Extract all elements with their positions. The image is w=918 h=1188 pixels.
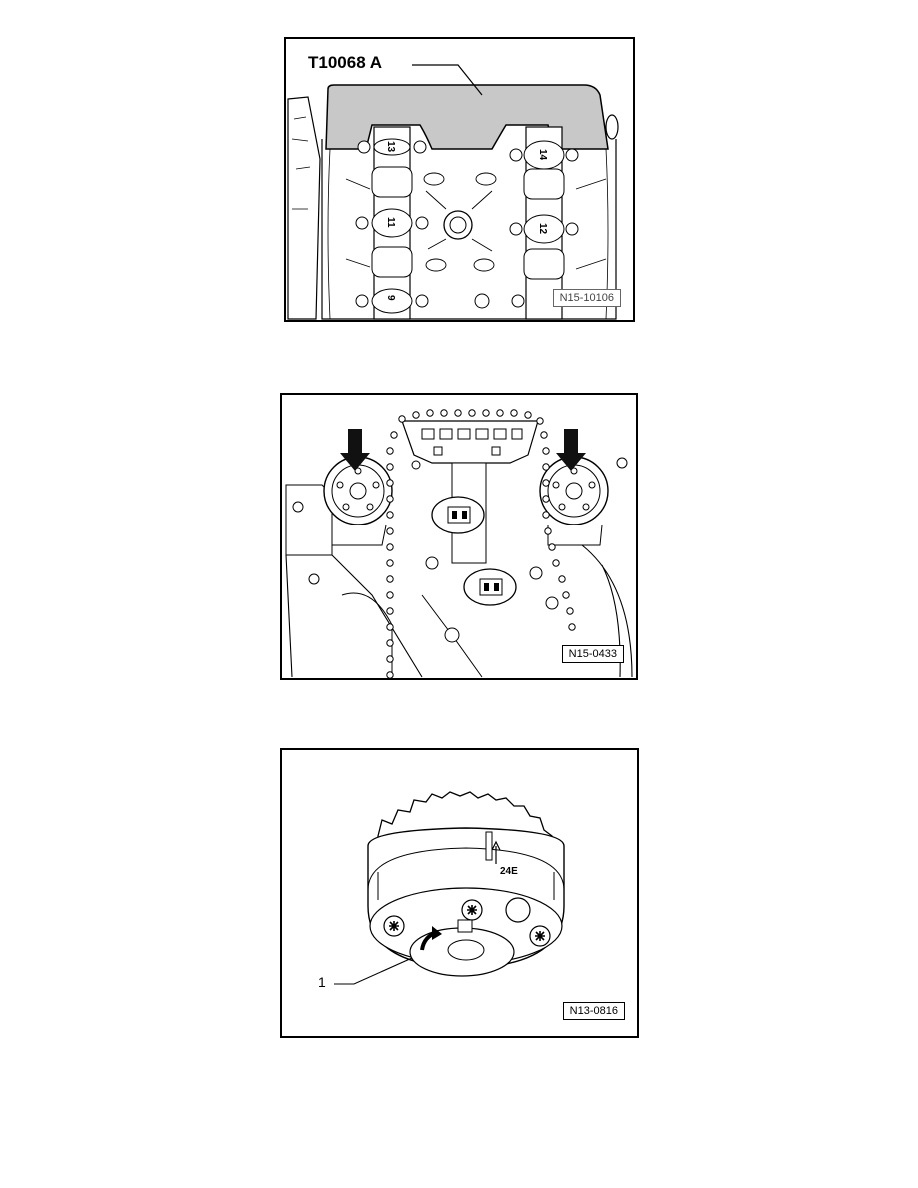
figure-timing-chain: N15-0433	[280, 393, 638, 680]
adjuster-illustration	[334, 791, 565, 985]
timing-chain	[386, 409, 576, 678]
sprocket-left	[323, 456, 393, 546]
control-valve-1	[431, 496, 485, 534]
tool-label: T10068 A	[308, 53, 383, 72]
svg-text:13: 13	[385, 141, 396, 153]
callout-number: 1	[318, 974, 326, 990]
sprocket-right	[539, 456, 609, 546]
tool-leader-line	[412, 64, 483, 96]
svg-text:11: 11	[385, 217, 396, 228]
locking-tool-bar	[325, 84, 609, 150]
down-arrow-icon	[556, 429, 586, 471]
camshaft-right	[523, 126, 565, 320]
svg-text:14: 14	[537, 149, 548, 161]
svg-text:12: 12	[537, 223, 548, 235]
figure-ref-label: N15-10106	[552, 289, 621, 307]
figure-camshaft-locking-tool: 13 11 9 14 12 T10068 A N15-10106	[284, 37, 635, 322]
adjuster-stamp-code: 24E	[500, 866, 518, 877]
down-arrow-icon	[340, 429, 370, 471]
figure-ref-label: N13-0816	[562, 1002, 625, 1020]
timing-chain-illustration	[285, 409, 633, 678]
svg-text:9: 9	[385, 295, 396, 301]
figure-camshaft-adjuster: 24E 1 N13-0816	[280, 748, 639, 1038]
figure-ref-label: N15-0433	[561, 645, 624, 663]
control-valve-2	[463, 568, 517, 606]
camshaft-illustration: 13 11 9 14 12	[287, 64, 619, 320]
camshaft-left	[371, 126, 413, 320]
callout-leader-line	[334, 957, 413, 985]
